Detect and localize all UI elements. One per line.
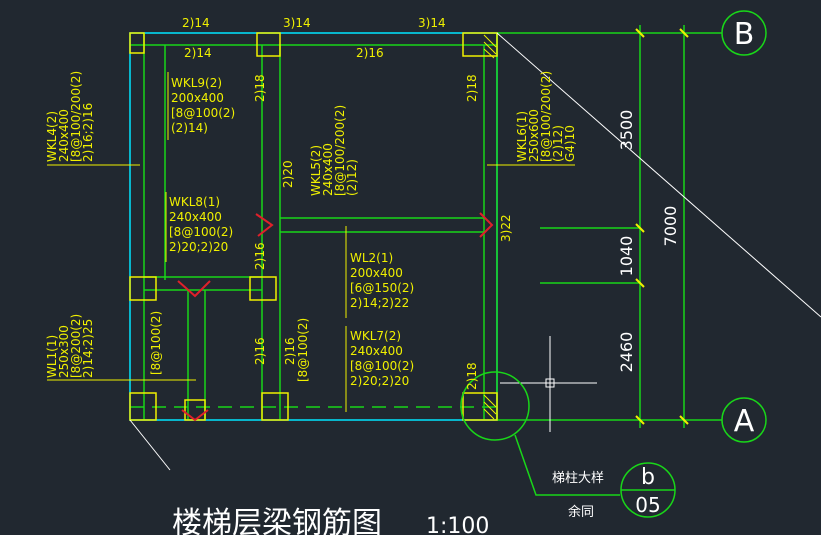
wkl5-annotation: WKL5(2) 240x400 [8@100/200(2) (2)12): [309, 105, 359, 196]
dim-2460: 2460: [617, 332, 636, 373]
wl1-line2: 250x300: [57, 325, 71, 378]
wl2-line3: [6@150(2): [350, 281, 414, 295]
drawing-title: 楼梯层梁钢筋图: [172, 506, 382, 535]
bar-8-100-a: [8@100(2): [149, 311, 163, 375]
guide-lines: [129, 32, 821, 471]
axis-a-label: A: [734, 404, 755, 439]
wl2-line2: 200x400: [350, 266, 403, 280]
wkl8-line1: WKL8(1): [169, 195, 220, 209]
wkl6-line5: G4)10: [563, 125, 577, 162]
dim-1040: 1040: [617, 236, 636, 277]
wkl4-line2: 240x400: [57, 109, 71, 162]
bar-2-16-b: 2)16: [253, 337, 267, 365]
wkl5-line4: (2)12): [345, 159, 359, 196]
top-rebar-5: 2)16: [356, 46, 384, 60]
note-line2: 余同: [568, 504, 594, 520]
wkl5-line1: WKL5(2): [309, 145, 323, 196]
wkl8-annotation: WKL8(1) 240x400 [8@100(2) 2)20;2)20: [165, 192, 233, 262]
dim-7000: 7000: [661, 206, 680, 247]
wkl6-annotation: WKL6(1) 250x600 [8@100/200(2) (2)12) G4)…: [487, 71, 577, 166]
wkl6-line4: (2)12): [551, 125, 565, 162]
red-markers: [177, 212, 494, 422]
bar-2-18-c: 2)18: [465, 362, 479, 390]
wkl7-line3: [8@100(2): [350, 359, 414, 373]
wkl5-line2: 240x400: [321, 143, 335, 196]
wl1-line1: WL1(1): [45, 335, 59, 378]
wkl7-annotation: WKL7(2) 240x400 [8@100(2) 2)20;2)20: [345, 326, 414, 412]
bar-8-100-b: [8@100(2): [296, 318, 310, 382]
wkl7-line2: 240x400: [350, 344, 403, 358]
wkl9-line2: 200x400: [171, 91, 224, 105]
wkl6-line2: 250x600: [527, 109, 541, 162]
wkl4-annotation: WKL4(2) 240x400 [8@100/200(2) 2)16;2)16: [45, 71, 140, 166]
wl2-line1: WL2(1): [350, 251, 393, 265]
note-line1: 梯柱大样: [552, 471, 604, 486]
wkl9-annotation: WKL9(2) 200x400 [8@100(2) (2)14): [167, 72, 235, 140]
top-rebar-3: 3)14: [418, 16, 446, 30]
column-detail-callout: [460, 371, 676, 518]
top-rebar-4: 2)14: [184, 46, 212, 60]
top-rebar-2: 3)14: [283, 16, 311, 30]
wkl8-line3: [8@100(2): [169, 225, 233, 239]
wkl6-line1: WKL6(1): [515, 111, 529, 162]
wkl8-line4: 2)20;2)20: [169, 240, 228, 254]
wl1-line3: [8@200(2): [69, 314, 83, 378]
columns: [129, 32, 498, 421]
top-rebar-1: 2)14: [182, 16, 210, 30]
wkl8-line2: 240x400: [169, 210, 222, 224]
wkl7-line1: WKL7(2): [350, 329, 401, 343]
wl2-line4: 2)14;2)22: [350, 296, 409, 310]
bar-2-16-a: 2)16: [253, 242, 267, 270]
wkl4-line1: WKL4(2): [45, 111, 59, 162]
axis-b-label: B: [734, 17, 755, 52]
wl2-annotation: WL2(1) 200x400 [6@150(2) 2)14;2)22: [345, 226, 414, 318]
wkl9-line4: (2)14): [171, 121, 208, 135]
wkl9-line1: WKL9(2): [171, 76, 222, 90]
dim-3500: 3500: [617, 110, 636, 151]
wl1-line4: 2)14;2)25: [81, 319, 95, 378]
wkl7-line4: 2)20;2)20: [350, 374, 409, 388]
callout-top: b: [641, 465, 655, 490]
bar-3-22: 3)22: [499, 214, 513, 242]
bar-2-20: 2)20: [281, 160, 295, 188]
wkl4-line3: [8@100/200(2): [69, 71, 83, 162]
bar-2-16-c: 2)16: [283, 337, 297, 365]
beam-lines: [130, 25, 722, 428]
bar-2-18-b: 2)18: [465, 74, 479, 102]
drawing-scale: 1:100: [426, 514, 489, 535]
wkl9-line3: [8@100(2): [171, 106, 235, 120]
wkl6-line3: [8@100/200(2): [539, 71, 553, 162]
dimension-ticks: [635, 28, 689, 425]
wkl4-line4: 2)16;2)16: [81, 103, 95, 162]
axis-bubbles: [721, 10, 767, 443]
callout-bottom: 05: [635, 493, 660, 517]
wl1-annotation: WL1(1) 250x300 [8@200(2) 2)14;2)25: [45, 314, 196, 381]
bar-2-18-a: 2)18: [253, 74, 267, 102]
wkl5-line3: [8@100/200(2): [333, 105, 347, 196]
